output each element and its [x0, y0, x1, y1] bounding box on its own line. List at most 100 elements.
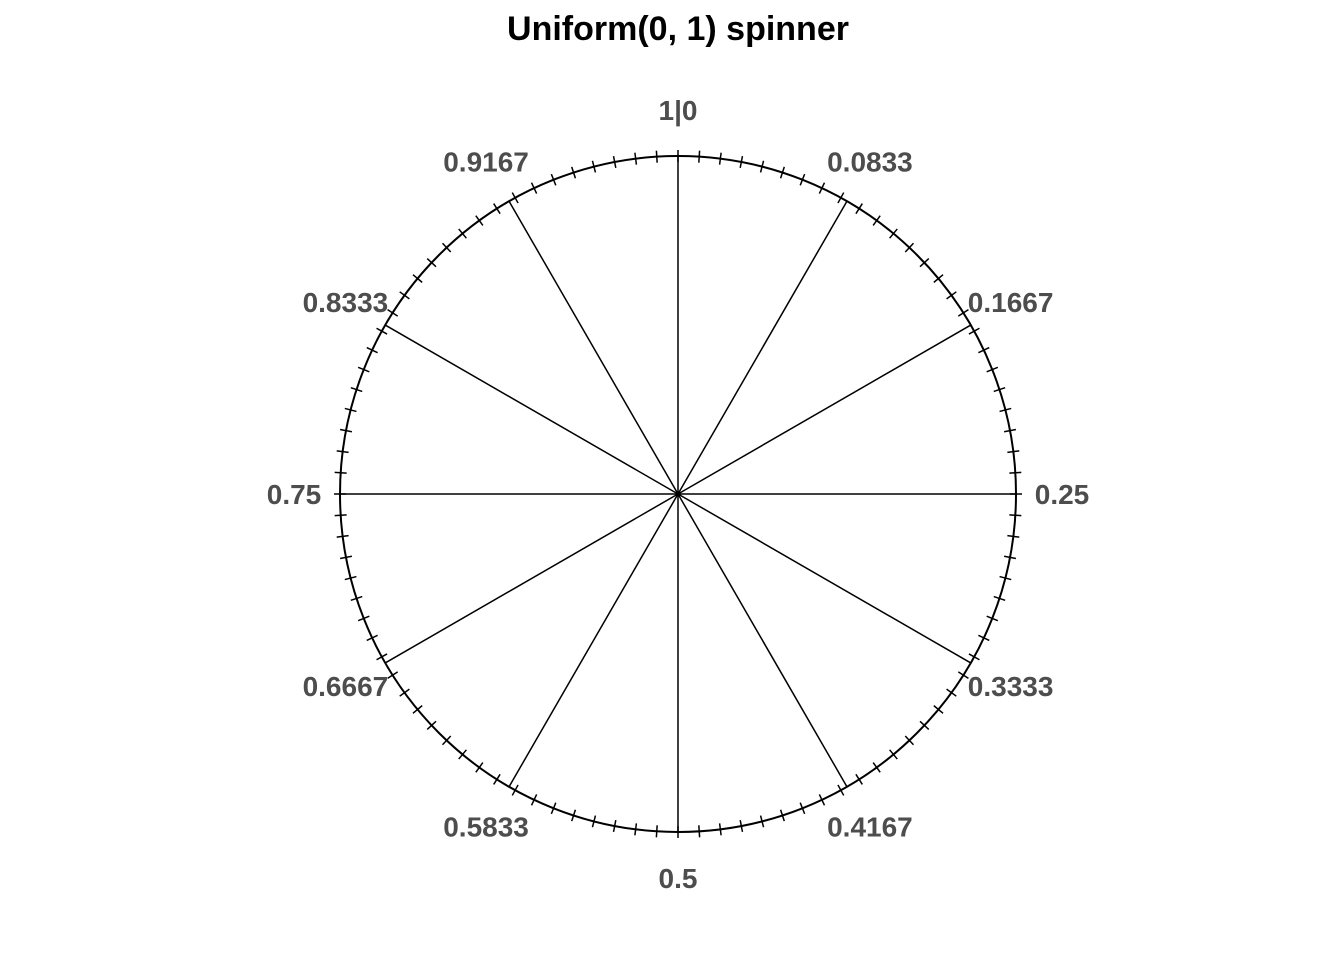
minor-tick — [855, 203, 863, 215]
minor-tick — [698, 150, 701, 163]
minor-tick — [1003, 555, 1017, 560]
spoke-line — [384, 324, 679, 495]
minor-tick — [779, 166, 786, 179]
minor-tick — [837, 192, 845, 204]
chart-title: Uniform(0, 1) spinner — [507, 10, 849, 48]
minor-tick — [458, 749, 467, 760]
minor-tick — [872, 215, 881, 226]
minor-tick — [759, 815, 765, 828]
minor-tick — [366, 346, 378, 354]
minor-tick — [993, 386, 1006, 393]
spoke-line — [508, 493, 679, 788]
minor-tick — [957, 309, 969, 317]
minor-tick — [946, 291, 957, 300]
spoke-label: 0.8333 — [303, 287, 389, 318]
spoke-label: 0.6667 — [303, 671, 389, 702]
minor-tick — [968, 653, 980, 661]
minor-tick — [412, 274, 423, 283]
spoke-line — [677, 200, 848, 495]
minor-tick — [458, 228, 467, 239]
minor-tick — [718, 152, 722, 165]
spoke-label: 0.25 — [1035, 479, 1090, 510]
spoke-label: 1|0 — [659, 95, 698, 126]
minor-tick — [334, 514, 347, 517]
minor-tick — [493, 203, 501, 215]
minor-tick — [336, 534, 349, 538]
minor-tick — [1009, 471, 1022, 474]
minor-tick — [475, 215, 484, 226]
minor-tick — [493, 773, 501, 785]
minor-tick — [739, 155, 744, 169]
minor-tick — [612, 155, 617, 169]
minor-tick — [799, 802, 806, 815]
minor-tick — [634, 823, 638, 836]
minor-tick — [919, 720, 930, 731]
spoke-label: 0.0833 — [827, 146, 913, 177]
minor-tick — [968, 327, 980, 335]
minor-tick — [511, 192, 519, 204]
minor-tick — [818, 794, 826, 806]
minor-tick — [387, 671, 399, 679]
spoke-line — [677, 493, 848, 788]
minor-tick — [919, 257, 930, 268]
minor-tick — [376, 653, 388, 661]
minor-tick — [344, 407, 357, 413]
minor-tick — [904, 242, 915, 253]
minor-tick — [550, 173, 557, 186]
minor-tick — [986, 366, 999, 373]
minor-tick — [336, 450, 349, 454]
minor-tick — [412, 705, 423, 714]
minor-tick — [357, 366, 370, 373]
minor-tick — [698, 825, 701, 838]
minor-tick — [779, 809, 786, 822]
minor-tick — [1003, 428, 1017, 433]
minor-tick — [718, 823, 722, 836]
minor-tick — [426, 257, 437, 268]
minor-tick — [933, 274, 944, 283]
minor-tick — [993, 595, 1006, 602]
minor-tick — [376, 327, 388, 335]
minor-tick — [334, 471, 347, 474]
minor-tick — [357, 615, 370, 622]
minor-tick — [591, 815, 597, 828]
spoke-label: 0.4167 — [827, 812, 913, 843]
minor-tick — [904, 735, 915, 746]
spoke-label: 0.75 — [267, 479, 322, 510]
minor-tick — [591, 160, 597, 173]
minor-tick — [655, 825, 658, 838]
minor-tick — [872, 762, 881, 773]
minor-tick — [570, 166, 577, 179]
minor-tick — [366, 634, 378, 642]
minor-tick — [344, 575, 357, 581]
minor-tick — [1007, 450, 1020, 454]
minor-tick — [933, 705, 944, 714]
minor-tick — [1009, 514, 1022, 517]
minor-tick — [1007, 534, 1020, 538]
minor-tick — [759, 160, 765, 173]
minor-tick — [999, 407, 1012, 413]
minor-tick — [426, 720, 437, 731]
minor-tick — [441, 242, 452, 253]
minor-tick — [399, 688, 410, 697]
spoke-line — [384, 493, 679, 664]
minor-tick — [399, 291, 410, 300]
spoke-line — [677, 493, 972, 664]
minor-tick — [978, 634, 990, 642]
minor-tick — [441, 735, 452, 746]
minor-tick — [350, 386, 363, 393]
spoke-label: 0.9167 — [443, 146, 529, 177]
minor-tick — [889, 228, 898, 239]
minor-tick — [655, 150, 658, 163]
minor-tick — [946, 688, 957, 697]
spoke-line — [508, 200, 679, 495]
minor-tick — [612, 819, 617, 833]
minor-tick — [739, 819, 744, 833]
spoke-label: 0.5833 — [443, 812, 529, 843]
minor-tick — [350, 595, 363, 602]
minor-tick — [530, 794, 538, 806]
minor-tick — [818, 182, 826, 194]
spoke-label: 0.5 — [659, 863, 698, 894]
minor-tick — [550, 802, 557, 815]
minor-tick — [387, 309, 399, 317]
